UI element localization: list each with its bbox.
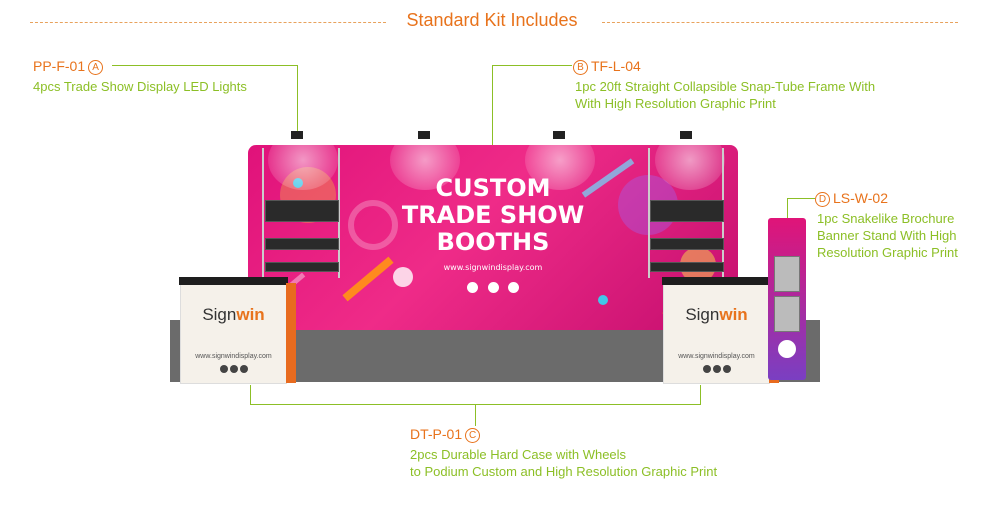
facebook-icon xyxy=(702,365,711,373)
callout-line-c-right xyxy=(700,385,701,405)
shelf-panel xyxy=(265,262,339,272)
shelf-panel xyxy=(265,200,339,222)
light-glow xyxy=(525,130,595,190)
podium-logo-sign: Sign xyxy=(685,305,720,324)
podium-top xyxy=(179,277,288,285)
item-c-marker: C xyxy=(465,428,481,443)
item-d-desc: 1pc Snakelike Brochure Banner Stand With… xyxy=(817,210,958,261)
led-light-icon xyxy=(418,131,430,139)
frame-pole xyxy=(262,148,264,278)
item-d-marker: D xyxy=(815,192,830,207)
item-a-desc: 4pcs Trade Show Display LED Lights xyxy=(33,78,247,95)
item-b-code: TF-L-04 xyxy=(591,58,641,74)
podium-top xyxy=(662,277,771,285)
shelf-panel xyxy=(265,238,339,250)
rss-icon xyxy=(722,365,731,373)
booth-social-icons xyxy=(248,278,738,297)
booth-headline-line-1: CUSTOM xyxy=(435,174,551,202)
callout-line-b xyxy=(492,65,572,66)
led-light-icon xyxy=(553,131,565,139)
item-c-code: DT-P-01 xyxy=(410,426,463,442)
item-a-marker: A xyxy=(88,60,104,75)
shelf-panel xyxy=(650,200,724,222)
led-light-icon xyxy=(291,131,303,139)
facebook-icon xyxy=(466,282,478,293)
brochure-pocket xyxy=(774,296,800,332)
podium-logo: Signwin xyxy=(181,305,286,325)
podium-url: www.signwindisplay.com xyxy=(678,353,755,360)
light-glow xyxy=(268,130,338,190)
twitter-icon xyxy=(229,365,238,373)
item-d-desc-line-1: 1pc Snakelike Brochure xyxy=(817,211,955,226)
callout-line-c-drop xyxy=(475,404,476,426)
booth-headline-line-2: TRADE SHOW xyxy=(401,201,585,229)
item-d-code: LS-W-02 xyxy=(833,190,888,206)
podium-url: www.signwindisplay.com xyxy=(195,353,272,360)
podium-social-icons xyxy=(664,365,769,375)
callout-line-d-drop xyxy=(787,198,788,222)
podium-side xyxy=(286,283,296,383)
podium-logo-sign: Sign xyxy=(202,305,237,324)
frame-pole xyxy=(338,148,340,278)
twitter-icon xyxy=(487,282,499,293)
booth-headline: CUSTOM TRADE SHOW BOOTHS xyxy=(248,175,738,256)
twitter-icon xyxy=(712,365,721,373)
facebook-icon xyxy=(219,365,228,373)
podium-left: Signwin www.signwindisplay.com xyxy=(179,277,296,384)
podium-right: Signwin www.signwindisplay.com xyxy=(662,277,779,384)
callout-line-a-drop xyxy=(297,65,298,131)
item-c-desc-line-1: 2pcs Durable Hard Case with Wheels xyxy=(410,447,627,462)
item-b-desc-line-1: 1pc 20ft Straight Collapsible Snap-Tube … xyxy=(575,79,876,94)
brochure-pocket xyxy=(774,256,800,292)
frame-pole xyxy=(648,148,650,278)
led-light-icon xyxy=(680,131,692,139)
rss-icon xyxy=(508,282,520,293)
rss-icon xyxy=(239,365,248,373)
title-divider-right xyxy=(602,22,958,23)
item-b-desc: 1pc 20ft Straight Collapsible Snap-Tube … xyxy=(575,78,875,112)
callout-line-c-left xyxy=(250,385,251,405)
item-a-code: PP-F-01 xyxy=(33,58,86,74)
title-divider-left xyxy=(30,22,386,23)
booth-url: www.signwindisplay.com xyxy=(443,263,543,272)
booth-headline-line-3: BOOTHS xyxy=(436,228,550,256)
section-title: Standard Kit Includes xyxy=(406,10,578,30)
shelf-panel xyxy=(650,262,724,272)
light-glow xyxy=(390,130,460,190)
callout-line-d xyxy=(787,198,815,199)
callout-line-a xyxy=(112,65,298,66)
podium-logo-win: win xyxy=(236,305,265,324)
item-c-desc-line-2: to Podium Custom and High Resolution Gra… xyxy=(410,464,718,479)
podium-logo-win: win xyxy=(719,305,748,324)
callout-line-b-drop xyxy=(492,65,493,160)
brochure-stand xyxy=(768,218,806,380)
stand-badge xyxy=(778,340,796,358)
item-b-marker: B xyxy=(573,60,588,75)
podium-logo: Signwin xyxy=(664,305,769,325)
item-d-desc-line-2: Banner Stand With High xyxy=(817,228,957,243)
item-a-desc-line: 4pcs Trade Show Display LED Lights xyxy=(33,79,247,94)
item-b-desc-line-2: With High Resolution Graphic Print xyxy=(575,96,776,111)
shelf-panel xyxy=(650,238,724,250)
podium-social-icons xyxy=(181,365,286,375)
light-glow xyxy=(655,130,725,190)
item-d-desc-line-3: Resolution Graphic Print xyxy=(817,245,958,260)
item-c-desc: 2pcs Durable Hard Case with Wheels to Po… xyxy=(410,446,717,480)
